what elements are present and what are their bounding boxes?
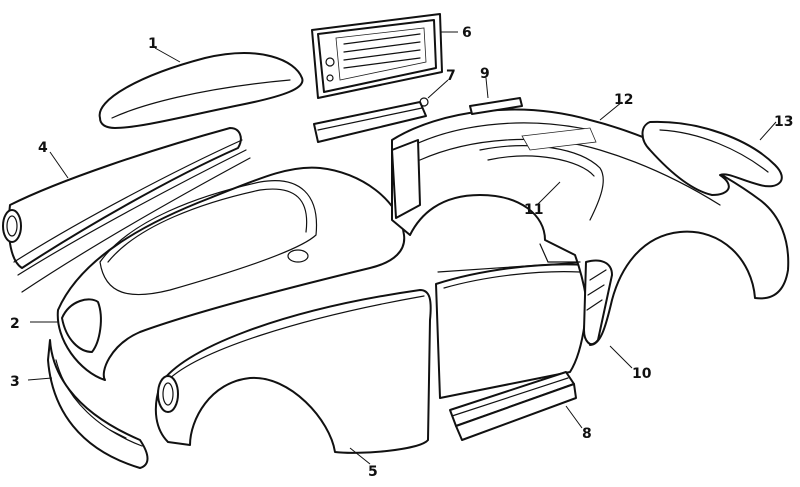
part-1-panel xyxy=(98,52,304,129)
callout-2: 2 xyxy=(10,316,20,332)
part-4-side-panel xyxy=(2,127,251,293)
part-13-rear-wing xyxy=(641,120,783,196)
callout-11: 11 xyxy=(524,202,543,218)
callout-6: 6 xyxy=(462,25,472,41)
callout-9: 9 xyxy=(480,66,490,82)
part-7-strip xyxy=(313,97,429,143)
callout-13: 13 xyxy=(774,114,793,130)
callout-5: 5 xyxy=(368,464,378,480)
callout-4: 4 xyxy=(38,140,48,156)
callout-12: 12 xyxy=(614,92,633,108)
part-5-front-wing xyxy=(154,289,432,454)
callout-7: 7 xyxy=(446,68,456,84)
part-3-front-apron xyxy=(47,339,149,469)
callout-3: 3 xyxy=(10,374,20,390)
callout-8: 8 xyxy=(582,426,592,442)
callout-1: 1 xyxy=(148,36,158,52)
leader-lines xyxy=(27,31,777,465)
part-2-front-body xyxy=(56,166,406,381)
part-6-door-trim-panel xyxy=(311,13,443,99)
part-8-sill xyxy=(449,371,577,441)
callout-10: 10 xyxy=(632,366,652,382)
part-9-rail xyxy=(469,97,523,115)
